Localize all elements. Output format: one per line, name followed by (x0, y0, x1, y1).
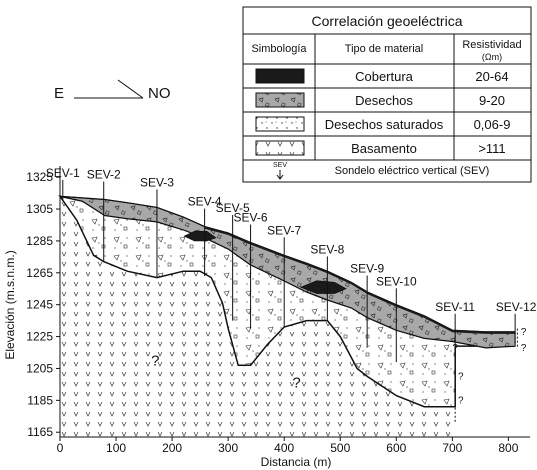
legend-sev-arrowhead-icon (276, 174, 284, 180)
legend-swatch (255, 116, 305, 132)
unknown-mark: ? (151, 352, 159, 369)
legend-sev-marker: SEV (273, 162, 287, 169)
legend-box: Correlación geoeléctrica Simbología Tipo… (242, 6, 532, 183)
legend-material-label: Basamento (351, 141, 417, 156)
unknown-mark: ? (521, 343, 527, 354)
sev-label: SEV-12 (496, 300, 537, 314)
cover-layer (204, 226, 516, 334)
x-tick-label: 200 (162, 441, 182, 455)
orientation-right: NO (148, 85, 171, 102)
sev-label: SEV-3 (140, 175, 174, 189)
unknown-mark: ? (292, 375, 300, 392)
x-tick-label: 800 (498, 441, 518, 455)
y-tick-label: 1305 (26, 202, 53, 216)
legend-resistivity-value: 0,06-9 (474, 117, 511, 132)
x-tick-label: 100 (106, 441, 126, 455)
section-right-boundary (454, 328, 518, 423)
unknown-mark: ? (458, 372, 464, 383)
y-tick-label: 1165 (27, 425, 53, 439)
sev-label: SEV-7 (267, 223, 301, 237)
x-tick-label: 600 (386, 441, 406, 455)
y-tick-label: 1245 (26, 298, 53, 312)
sev-label: SEV-1 (46, 166, 80, 180)
sev-label: SEV-6 (234, 211, 268, 225)
legend-swatch (255, 68, 305, 84)
unknown-mark: ? (452, 343, 458, 354)
unknown-mark: ? (458, 396, 464, 407)
x-tick-label: 0 (57, 441, 64, 455)
cover-lens-1 (183, 231, 217, 242)
basement-layer (60, 196, 456, 437)
legend-sev-caption: Sondelo eléctrico vertical (SEV) (335, 165, 490, 177)
section-area: SEV-1 SEV-2SEV-3SEV-4SEV-5SEV-6SEV-7SEV-8… (46, 166, 537, 437)
y-tick-label: 1225 (26, 330, 53, 344)
cover-lens-2 (299, 280, 347, 294)
y-tick-label: 1185 (27, 393, 53, 407)
legend-resistivity-value: >111 (478, 141, 505, 156)
legend-header-resistivity: Resistividad (462, 39, 521, 51)
y-tick-label: 1285 (26, 234, 53, 248)
orientation-indicator: E NO (54, 79, 171, 102)
x-tick-label: 400 (274, 441, 294, 455)
cover-lenses (183, 231, 347, 294)
sev-label: SEV-10 (376, 274, 417, 288)
legend-title: Correlación geoeléctrica (312, 13, 463, 29)
legend-material-label: Cobertura (355, 69, 414, 84)
axes: 1325 1305 1285 1265 1245 1225 1205 1185 1165 0 10… (3, 166, 530, 469)
orientation-left: E (54, 85, 64, 102)
unknown-mark: ? (521, 327, 527, 338)
x-tick-label: 700 (442, 441, 462, 455)
sev-soundings: SEV-1 SEV-2SEV-3SEV-4SEV-5SEV-6SEV-7SEV-8… (46, 166, 537, 393)
sev-label: SEV-5 (216, 201, 250, 215)
sev-label: SEV-2 (87, 167, 121, 181)
legend-material-label: Desechos saturados (325, 117, 444, 132)
unknown-marks: ??????? (151, 327, 527, 407)
sev-label: SEV-8 (310, 242, 344, 256)
y-tick-label: 1265 (26, 266, 53, 280)
y-axis-label: Elevación (m.s.n.m.) (3, 250, 17, 359)
sev-label: SEV-11 (435, 300, 475, 314)
orientation-arrow-icon (117, 79, 144, 99)
cover-strip (204, 226, 516, 334)
legend-swatch (255, 92, 305, 108)
sev-label: SEV-4 (188, 195, 222, 209)
legend-resistivity-value: 9-20 (479, 93, 505, 108)
legend-header-symbol: Simbología (251, 43, 307, 55)
y-tick-label: 1325 (26, 170, 53, 184)
legend-header-unit: (Ωm) (482, 52, 502, 62)
x-ticks: 0 100 200 300 400 500 600 700 800 (57, 437, 519, 455)
y-ticks: 1325 1305 1285 1265 1245 1225 1205 1185 1165 (26, 170, 60, 439)
legend-material-label: Desechos (355, 93, 413, 108)
legend-resistivity-value: 20-64 (475, 69, 508, 84)
sev-label: SEV-9 (350, 262, 384, 276)
x-tick-label: 300 (218, 441, 238, 455)
legend-header-material: Tipo de material (345, 43, 423, 55)
legend-swatch (255, 140, 305, 156)
x-axis-label: Distancia (m) (261, 455, 332, 469)
x-tick-label: 500 (330, 441, 350, 455)
y-tick-label: 1205 (26, 361, 53, 375)
